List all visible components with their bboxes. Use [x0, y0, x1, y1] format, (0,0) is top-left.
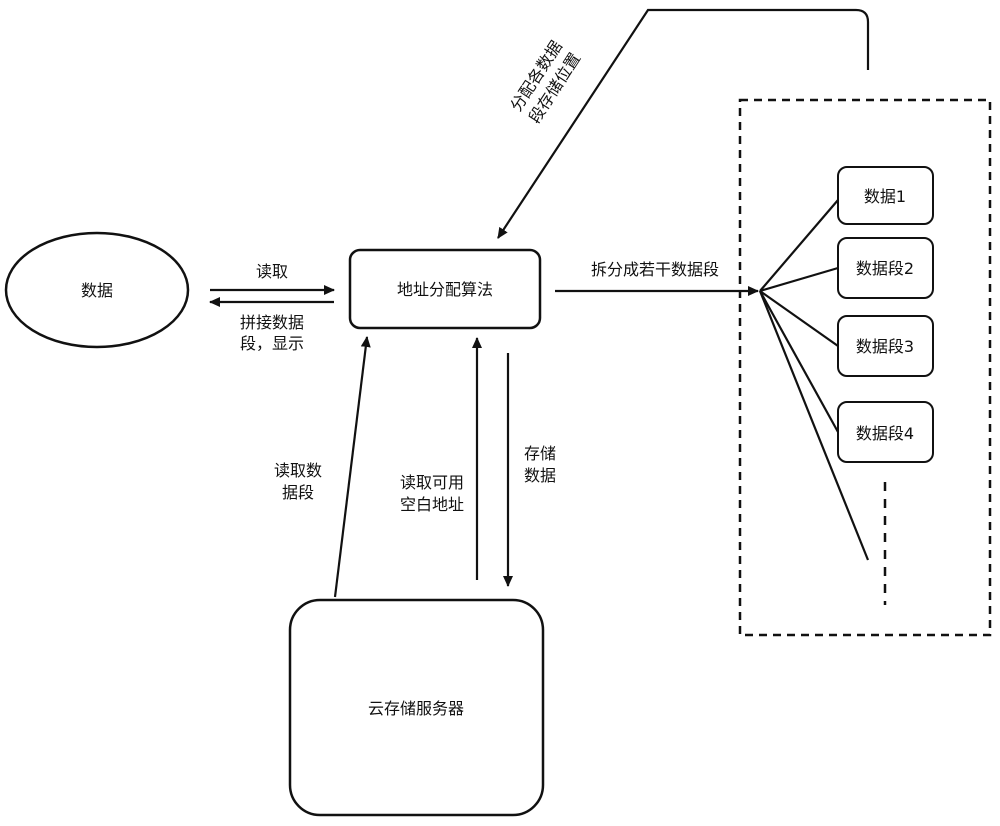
segment-box-3: 数据段3	[837, 315, 934, 377]
assign-label: 分配各数据 段存储位置	[506, 37, 584, 126]
segment-box-1: 数据1	[837, 166, 934, 225]
segment-box-4-label: 数据段4	[856, 424, 914, 443]
fan-lines	[758, 199, 870, 561]
segments-container	[738, 98, 992, 637]
server-node-label: 云存储服务器	[368, 699, 464, 718]
splice-label-line1: 拼接数据	[240, 313, 304, 332]
algorithm-node-label: 地址分配算法	[397, 280, 493, 299]
read-address-label-line1: 读取可用	[400, 473, 464, 492]
store-label-line1: 存储	[524, 444, 556, 463]
segment-box-2: 数据段2	[837, 237, 934, 299]
segment-box-1-label: 数据1	[864, 187, 906, 206]
read-segment-label-line1: 读取数	[274, 461, 322, 480]
read-label: 读取	[256, 262, 288, 281]
read-segment-arrow	[333, 336, 371, 598]
read-address-label-line2: 空白地址	[400, 495, 464, 514]
algorithm-node: 地址分配算法	[348, 248, 542, 330]
segment-box-2-label: 数据段2	[856, 259, 914, 278]
segment-box-3-label: 数据段3	[856, 337, 914, 356]
segment-box-4: 数据段4	[837, 401, 934, 463]
data-node-label: 数据	[81, 281, 113, 300]
data-node: 数据	[4, 231, 190, 349]
assign-arrow	[497, 8, 870, 239]
split-label: 拆分成若干数据段	[591, 260, 719, 279]
store-label-line2: 数据	[524, 466, 556, 485]
read-segment-label-line2: 据段	[282, 483, 314, 502]
server-node: 云存储服务器	[288, 598, 545, 817]
splice-label-line2: 段，显示	[240, 334, 304, 353]
